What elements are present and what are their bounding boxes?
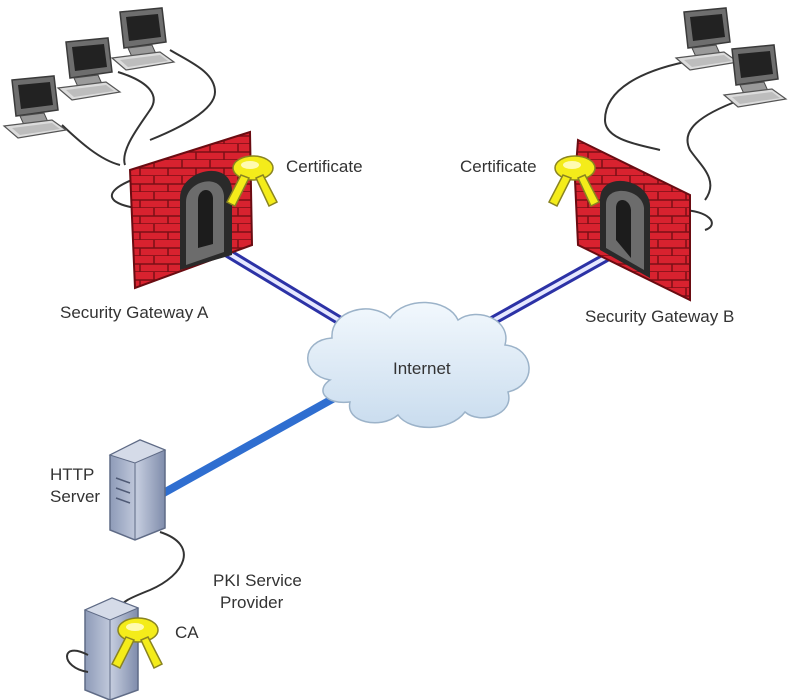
ca-loop-wire (66, 649, 89, 673)
pki-provider-label-line1: PKI Service (213, 571, 302, 590)
server-ca-link (119, 531, 185, 611)
certificate-label-b: Certificate (460, 157, 537, 176)
computer-icon (57, 37, 121, 101)
computer-icon (3, 75, 67, 139)
http-server-link (156, 388, 349, 499)
http-server-label-line2: Server (50, 487, 100, 506)
computer-icon (723, 44, 787, 108)
certificate-label-a: Certificate (286, 157, 363, 176)
gateway-a-label: Security Gateway A (60, 303, 209, 322)
ca-label: CA (175, 623, 199, 642)
computer-icon (675, 7, 739, 71)
firewall-icon (128, 130, 254, 290)
vpn-tunnel-b (480, 249, 617, 330)
http-server-label-line1: HTTP (50, 465, 94, 484)
internet-label: Internet (393, 359, 451, 378)
firewall-icon (573, 138, 691, 302)
computer-icon (111, 7, 175, 71)
gateway-b-label: Security Gateway B (585, 307, 734, 326)
pki-provider-label-line2: Provider (220, 593, 284, 612)
cloud-icon (307, 301, 530, 429)
server-icon (108, 439, 167, 541)
